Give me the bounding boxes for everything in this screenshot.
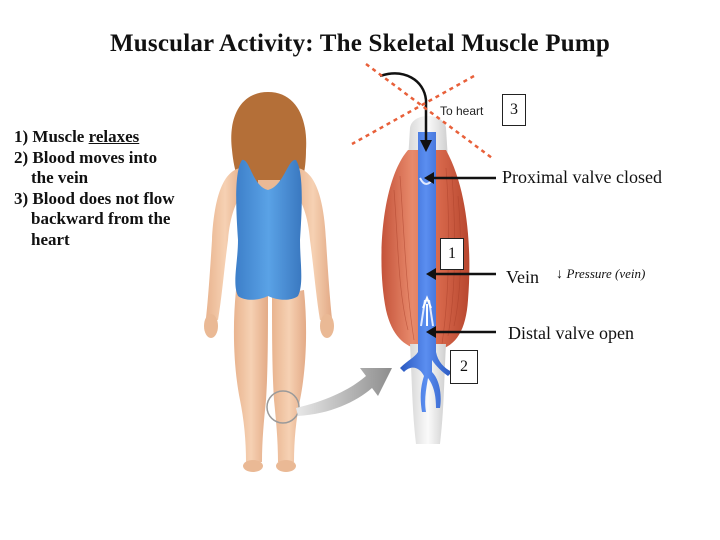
vein — [400, 132, 452, 412]
step-1-emphasis: relaxes — [88, 127, 140, 146]
marker-2: 2 — [450, 350, 478, 384]
right-leg — [272, 290, 307, 462]
vein-label: Vein — [506, 267, 539, 287]
marker-1: 1 — [440, 238, 464, 270]
steps-list: 1) Muscle relaxes 2) Blood moves into th… — [14, 127, 219, 250]
left-arm — [206, 168, 244, 320]
step-3-line-1: 3) Blood does not flow — [14, 188, 175, 208]
down-arrow-icon: ↓ — [556, 267, 563, 282]
distal-valve-label: Distal valve open — [508, 323, 634, 343]
human-figure — [204, 92, 334, 472]
right-arm — [294, 168, 332, 320]
step-2-line-1: 2) Blood moves into — [14, 147, 158, 167]
left-leg — [233, 290, 268, 462]
page-title: Muscular Activity: The Skeletal Muscle P… — [109, 30, 611, 57]
zoom-arrow — [296, 368, 392, 416]
flow-arrow — [422, 295, 432, 326]
muscle-vein-diagram — [381, 116, 470, 444]
proximal-valve-label: Proximal valve closed — [502, 167, 662, 187]
pointer-arrows — [424, 172, 496, 338]
pressure-text: Pressure (vein) — [566, 266, 646, 281]
to-heart-label: To heart — [440, 104, 484, 118]
knee-highlight — [266, 390, 300, 424]
marker-3: 3 — [502, 94, 526, 126]
blocked-x-icon — [351, 62, 493, 160]
swimsuit — [235, 159, 302, 300]
step-3-line-3: heart — [31, 229, 70, 249]
to-heart-arrow — [379, 72, 428, 146]
step-3-line-2: backward from the — [31, 209, 171, 228]
step-2-line-2: the vein — [31, 168, 89, 187]
step-1: 1) Muscle relaxes — [14, 127, 219, 148]
step-1-text: 1) Muscle — [14, 127, 89, 146]
pressure-label: ↓ Pressure (vein) — [556, 266, 645, 283]
